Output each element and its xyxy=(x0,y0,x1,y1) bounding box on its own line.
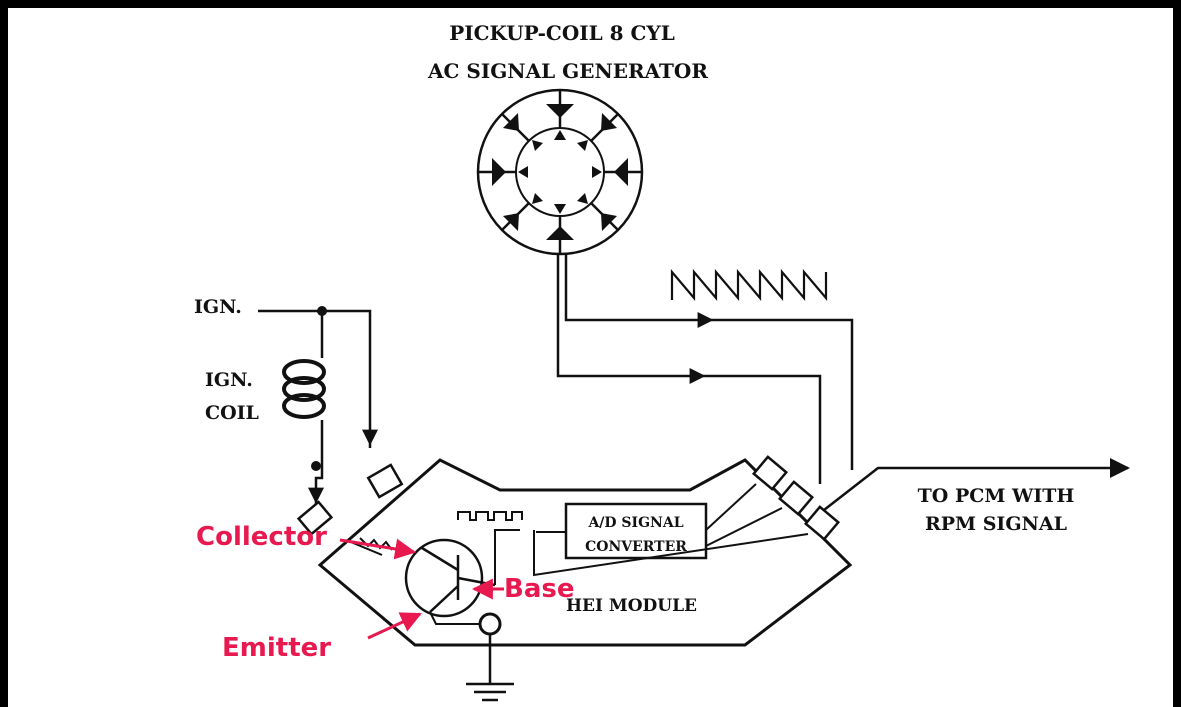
base-annotation: Base xyxy=(504,574,574,604)
transistor xyxy=(404,538,496,618)
ad-converter-box xyxy=(564,502,708,560)
collector-annotation: Collector xyxy=(196,522,327,552)
hei-module-body xyxy=(317,458,853,647)
converter-label-1: A/D SIGNAL xyxy=(587,515,683,531)
rotor-pole-triangles xyxy=(492,104,628,240)
ign-coil xyxy=(282,359,326,419)
ign-wiring xyxy=(258,309,372,505)
pcm-output-line xyxy=(823,458,1130,511)
pcm-label-2: RPM SIGNAL xyxy=(925,513,1067,535)
emitter-pointer xyxy=(367,612,422,640)
ign-coil-label-2: COIL xyxy=(205,402,259,424)
square-wave xyxy=(457,511,523,521)
ign-coil-label-1: IGN. xyxy=(205,369,253,391)
coil-junction-dot xyxy=(311,461,321,471)
diagram-panel xyxy=(8,8,1173,707)
ign-junction-dot xyxy=(317,306,327,316)
emitter-annotation: Emitter xyxy=(222,633,331,663)
ign-label: IGN. xyxy=(194,296,242,318)
title-line-1: PICKUP-COIL 8 CYL xyxy=(449,21,675,45)
hei-module-label: HEI MODULE xyxy=(566,596,697,616)
pickup-leads xyxy=(556,254,854,484)
converter-label-2: CONVERTER xyxy=(585,539,687,555)
ground-symbol xyxy=(466,634,514,702)
pcm-label-1: TO PCM WITH xyxy=(918,485,1075,507)
module-terminals xyxy=(296,455,841,541)
ground-terminal xyxy=(478,612,502,636)
title-line-2: AC SIGNAL GENERATOR xyxy=(427,59,708,83)
sawtooth-waveform xyxy=(670,268,828,302)
collector-pointer xyxy=(339,538,417,560)
